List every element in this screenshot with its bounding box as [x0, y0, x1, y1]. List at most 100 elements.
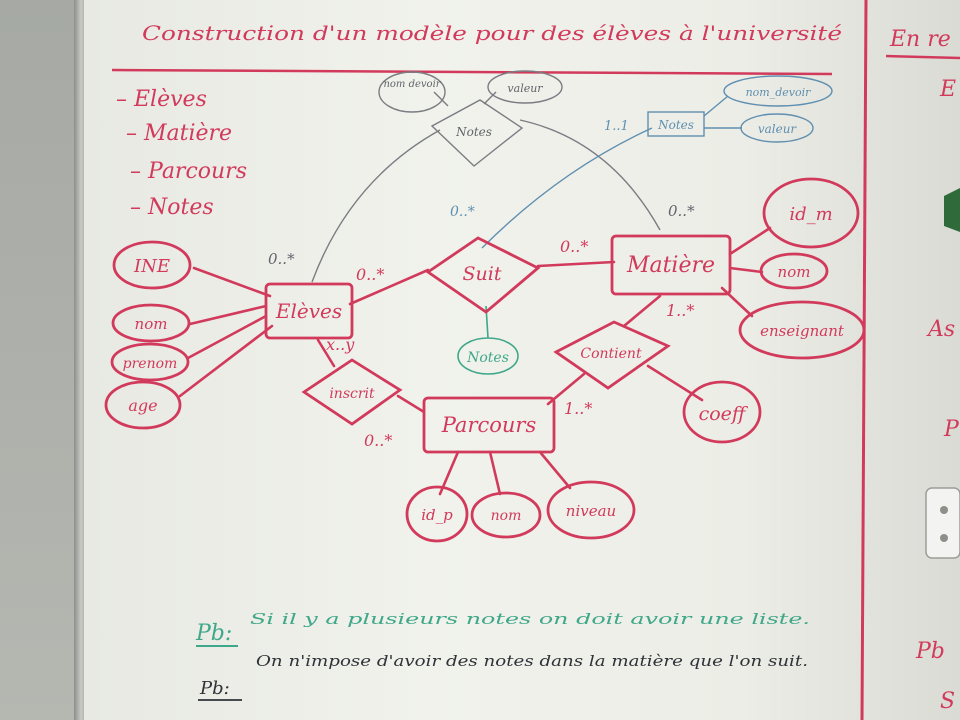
attribute-nom-eleve-oval [111, 303, 191, 343]
edge-matiere-nom [728, 266, 764, 274]
edge-suit-matiere [536, 260, 616, 268]
relation-inscrit-diamond [301, 358, 403, 426]
entity-parcours-box [422, 396, 556, 454]
card-suit-bluenotes: 0..* [450, 204, 475, 220]
relation-suit: Suit [463, 263, 502, 285]
edge-parcours-niveau [538, 450, 572, 490]
edge-matiere-enseignant [720, 286, 754, 318]
edge-parcours-nom [488, 450, 502, 496]
er-shapes [104, 177, 866, 543]
entity-eleves-box [264, 282, 354, 340]
right-panel-pb: Pb [915, 639, 945, 664]
attribute-idp: id_p [421, 506, 453, 524]
edge-eleves-suit [348, 268, 430, 306]
blue-notes-group [481, 75, 833, 249]
attribute-niveau: niveau [566, 502, 616, 520]
attribute-idp-oval [405, 485, 469, 543]
problem-1-text: Si il y a plusieurs notes on doit avoir … [250, 610, 810, 628]
edge-notes-valeur [483, 91, 497, 105]
edge-notes-nomdevoir [433, 91, 449, 107]
right-panel-e: E [939, 77, 956, 102]
edge-inscrit-parcours [396, 394, 426, 414]
attribute-valeur-oval [487, 70, 563, 104]
relation-notes-label: Notes [455, 125, 492, 139]
card-eleves-notes: 0..* [268, 250, 295, 268]
problem-2-label: Pb: [199, 678, 230, 699]
attribute-idm: id_m [789, 204, 832, 225]
edge-age [178, 324, 274, 398]
relation-contient-diamond [553, 320, 671, 390]
cardinality-labels: 0..* 0..* x..y 0..* 1..* 1..* [326, 237, 694, 450]
relation-notes-blue: Notes [657, 118, 694, 132]
edge-bluenotes-nomdevoir [703, 95, 729, 117]
attribute-notes-green-oval [457, 337, 519, 375]
attribute-prenom-oval [110, 342, 190, 382]
edge-ine [192, 266, 272, 298]
entity-matiere: Matière [626, 253, 715, 278]
attribute-ine: INE [133, 256, 170, 277]
attribute-nom-parcours: nom [491, 508, 522, 524]
problem-1-label: Pb: [195, 621, 232, 646]
socket-hole [940, 506, 948, 514]
attribute-nom-matiere: nom [778, 263, 811, 281]
card-parcours-contient: 1..* [564, 399, 592, 418]
right-panel-title: En re [889, 27, 951, 52]
card-matiere-contient: 1..* [666, 301, 694, 320]
right-panel-s: S [940, 689, 955, 714]
attribute-valeur-blue: valeur [758, 122, 798, 136]
right-panel-as: As [926, 317, 955, 342]
problem-2-text: On n'impose d'avoir des notes dans la ma… [256, 652, 808, 670]
attribute-notes-green: Notes [466, 350, 509, 366]
right-panel-p: P [943, 417, 960, 442]
edge-matiere-notes [519, 119, 661, 231]
er-labels: Elèves Matière Parcours Suit inscrit Con… [123, 204, 845, 524]
attribute-valeur: valeur [507, 82, 543, 95]
card-matiere-notes: 0..* [668, 202, 695, 220]
list-item: – Notes [130, 195, 214, 220]
edge-nom-eleve [188, 304, 268, 326]
edge-eleves-notes [311, 129, 441, 283]
attribute-coeff: coeff [699, 403, 749, 425]
relation-suit-diamond [425, 236, 541, 314]
attribute-age-oval [104, 380, 182, 430]
attribute-nom-parcours-oval [470, 491, 542, 539]
title-underline [111, 68, 833, 76]
card-eleves-suit: 0..* [356, 265, 384, 284]
attribute-age: age [128, 396, 157, 415]
attribute-prenom: prenom [123, 356, 178, 372]
attribute-nomdevoir-blue: nom_devoir [746, 86, 812, 99]
socket-hole [940, 534, 948, 542]
attribute-nom-eleve: nom [135, 315, 168, 333]
entity-matiere-box [610, 234, 732, 296]
entity-parcours: Parcours [441, 413, 537, 437]
entity-list: – Elèves – Matière – Parcours – Notes [116, 87, 247, 220]
panel-divider [860, 0, 868, 720]
attribute-coeff-oval [682, 380, 762, 444]
relation-inscrit: inscrit [329, 386, 375, 402]
attribute-enseignant: enseignant [760, 322, 845, 340]
edge-eleves-inscrit [316, 338, 336, 368]
green-magnet [944, 188, 960, 232]
card-parcours-inscrit: 0..* [364, 431, 392, 450]
edge-matiere-idm [728, 226, 772, 256]
attribute-nom-matiere-oval [759, 252, 829, 290]
right-panel-underline [885, 54, 960, 60]
edge-contient-coeff [646, 364, 704, 402]
page-title: Construction d'un modèle pour des élèves… [142, 21, 842, 45]
attribute-ine-oval [112, 240, 192, 290]
attribute-niveau-oval [546, 480, 636, 540]
graphite-edges [311, 70, 661, 283]
attribute-nom-devoir: nom devoir [383, 79, 441, 90]
list-item: – Elèves [116, 87, 207, 112]
attribute-nomdevoir-blue-oval [723, 75, 833, 107]
relation-notes-diamond [430, 99, 524, 167]
card-matiere-suit: 0..* [560, 237, 588, 256]
entity-eleves: Elèves [275, 299, 342, 323]
card-eleves-inscrit: x..y [326, 335, 355, 354]
relation-contient: Contient [580, 346, 642, 362]
list-item: – Matière [126, 121, 232, 146]
list-item: – Parcours [130, 159, 247, 184]
relation-notes-blue-box [647, 111, 705, 137]
